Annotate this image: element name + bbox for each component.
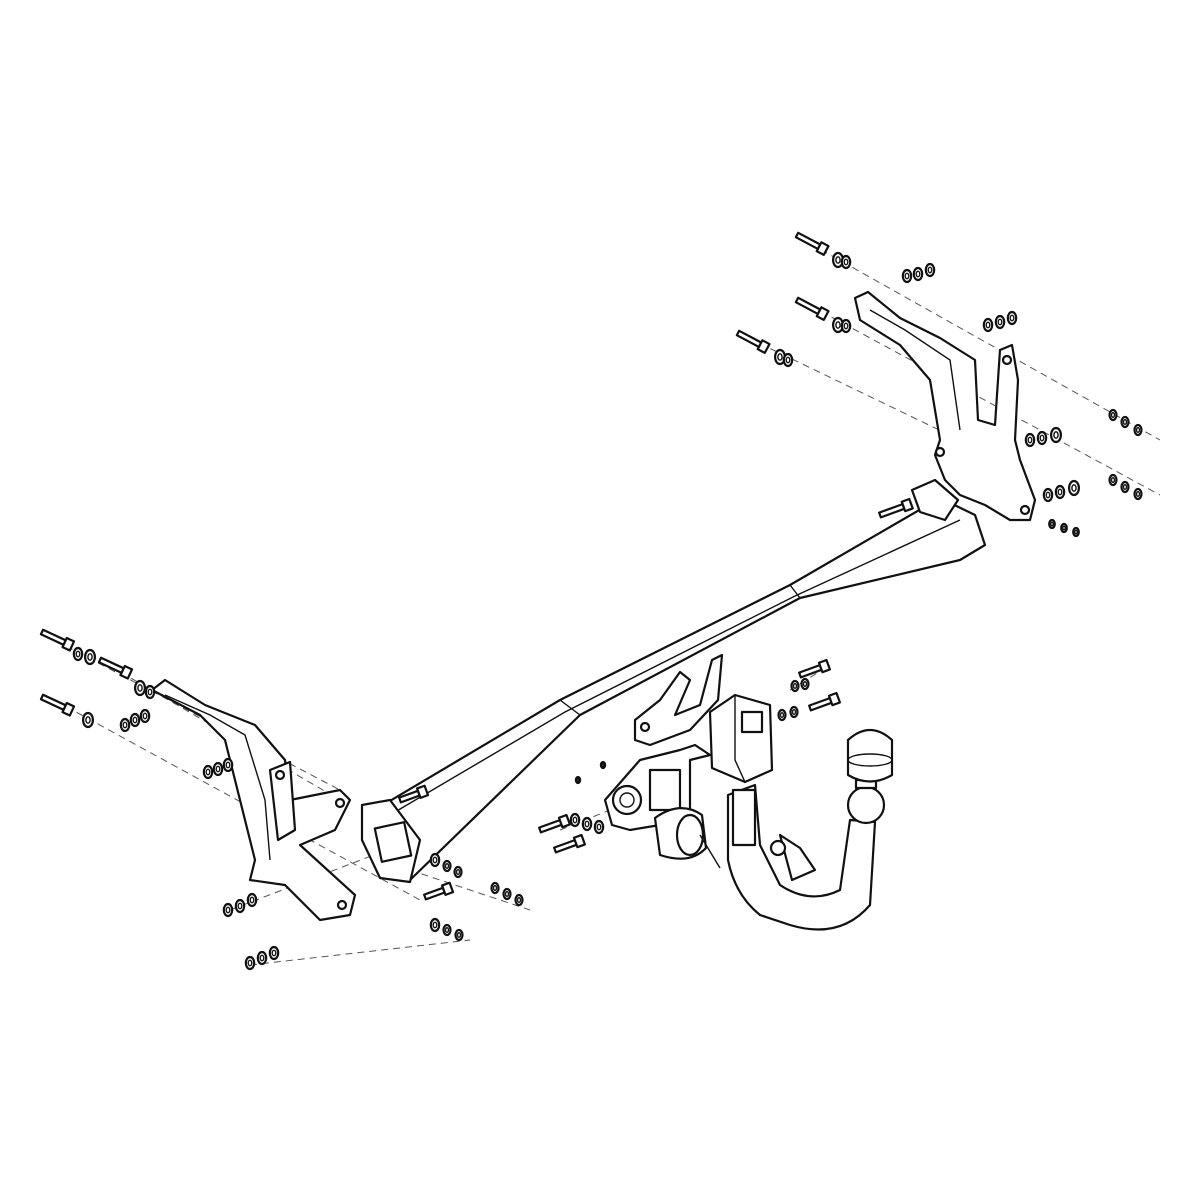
nut xyxy=(840,254,852,270)
bolt xyxy=(798,658,832,679)
nut xyxy=(453,865,463,879)
nut xyxy=(1120,415,1130,429)
nut xyxy=(1067,479,1080,497)
nut xyxy=(777,708,787,722)
nut xyxy=(429,852,441,868)
nut xyxy=(901,268,913,284)
tow-ball-neck xyxy=(726,783,877,931)
cross-beam xyxy=(360,478,987,884)
nut xyxy=(994,314,1006,330)
nut xyxy=(1024,432,1036,448)
nut xyxy=(1108,473,1118,487)
nut xyxy=(490,881,500,895)
nut xyxy=(581,816,593,832)
nut xyxy=(234,898,246,914)
nut xyxy=(593,819,605,835)
nut xyxy=(1133,487,1143,501)
nut xyxy=(924,262,936,278)
bolt xyxy=(398,784,430,804)
nut xyxy=(1006,310,1018,326)
nut xyxy=(129,712,141,728)
nut xyxy=(1036,430,1048,446)
bolt xyxy=(538,813,572,834)
nut xyxy=(256,950,268,966)
tow-ball-cap xyxy=(846,728,894,783)
fasteners xyxy=(39,231,1143,971)
nut xyxy=(912,266,924,282)
nut xyxy=(789,705,799,719)
nut xyxy=(202,764,214,780)
nut xyxy=(1133,423,1143,437)
center-support-bracket xyxy=(633,653,724,747)
nut xyxy=(222,902,234,918)
bolt xyxy=(878,497,914,519)
guide-line xyxy=(249,939,471,966)
nut xyxy=(1048,518,1056,530)
bolt xyxy=(808,691,842,712)
nut xyxy=(569,812,581,828)
left-mounting-bracket xyxy=(150,678,357,922)
nut xyxy=(502,887,512,901)
nut xyxy=(800,677,810,691)
nut xyxy=(222,757,234,773)
tow-ball xyxy=(846,778,886,825)
guide-line xyxy=(799,237,1161,441)
bolt xyxy=(423,881,455,901)
bolt xyxy=(97,656,134,680)
nut xyxy=(246,892,258,908)
guide-line xyxy=(737,332,961,441)
nut xyxy=(134,679,147,697)
bolt xyxy=(553,833,587,854)
nut xyxy=(514,893,524,907)
nut xyxy=(144,684,156,700)
nut xyxy=(1042,487,1054,503)
nut xyxy=(268,945,280,961)
nut xyxy=(982,317,994,333)
nut xyxy=(244,955,256,971)
bolt xyxy=(735,329,771,355)
nut xyxy=(1049,426,1062,444)
bolt xyxy=(794,231,830,257)
nut xyxy=(119,717,131,733)
nut xyxy=(840,318,852,334)
ball-mount-housing xyxy=(708,693,774,784)
nut xyxy=(1108,408,1118,422)
nut xyxy=(139,708,151,724)
nut xyxy=(81,711,94,729)
nut xyxy=(454,928,464,942)
nut xyxy=(1060,522,1068,534)
assembly-guide-lines xyxy=(44,237,1161,966)
nut xyxy=(442,923,452,937)
nut xyxy=(442,859,452,873)
bolt xyxy=(39,628,76,652)
nut xyxy=(782,352,794,368)
guide-line xyxy=(799,299,1161,496)
nut xyxy=(72,646,84,662)
nut xyxy=(212,761,224,777)
guide-line xyxy=(409,869,531,911)
nut xyxy=(429,917,441,933)
bolt xyxy=(39,693,76,717)
bolt xyxy=(794,296,830,322)
guide-line xyxy=(229,844,401,911)
electrical-socket xyxy=(653,807,721,869)
nut xyxy=(1072,526,1080,538)
nut xyxy=(1054,484,1066,500)
right-mounting-bracket xyxy=(853,290,1037,522)
nut xyxy=(790,679,800,693)
nut xyxy=(83,648,96,666)
nut xyxy=(1120,480,1130,494)
